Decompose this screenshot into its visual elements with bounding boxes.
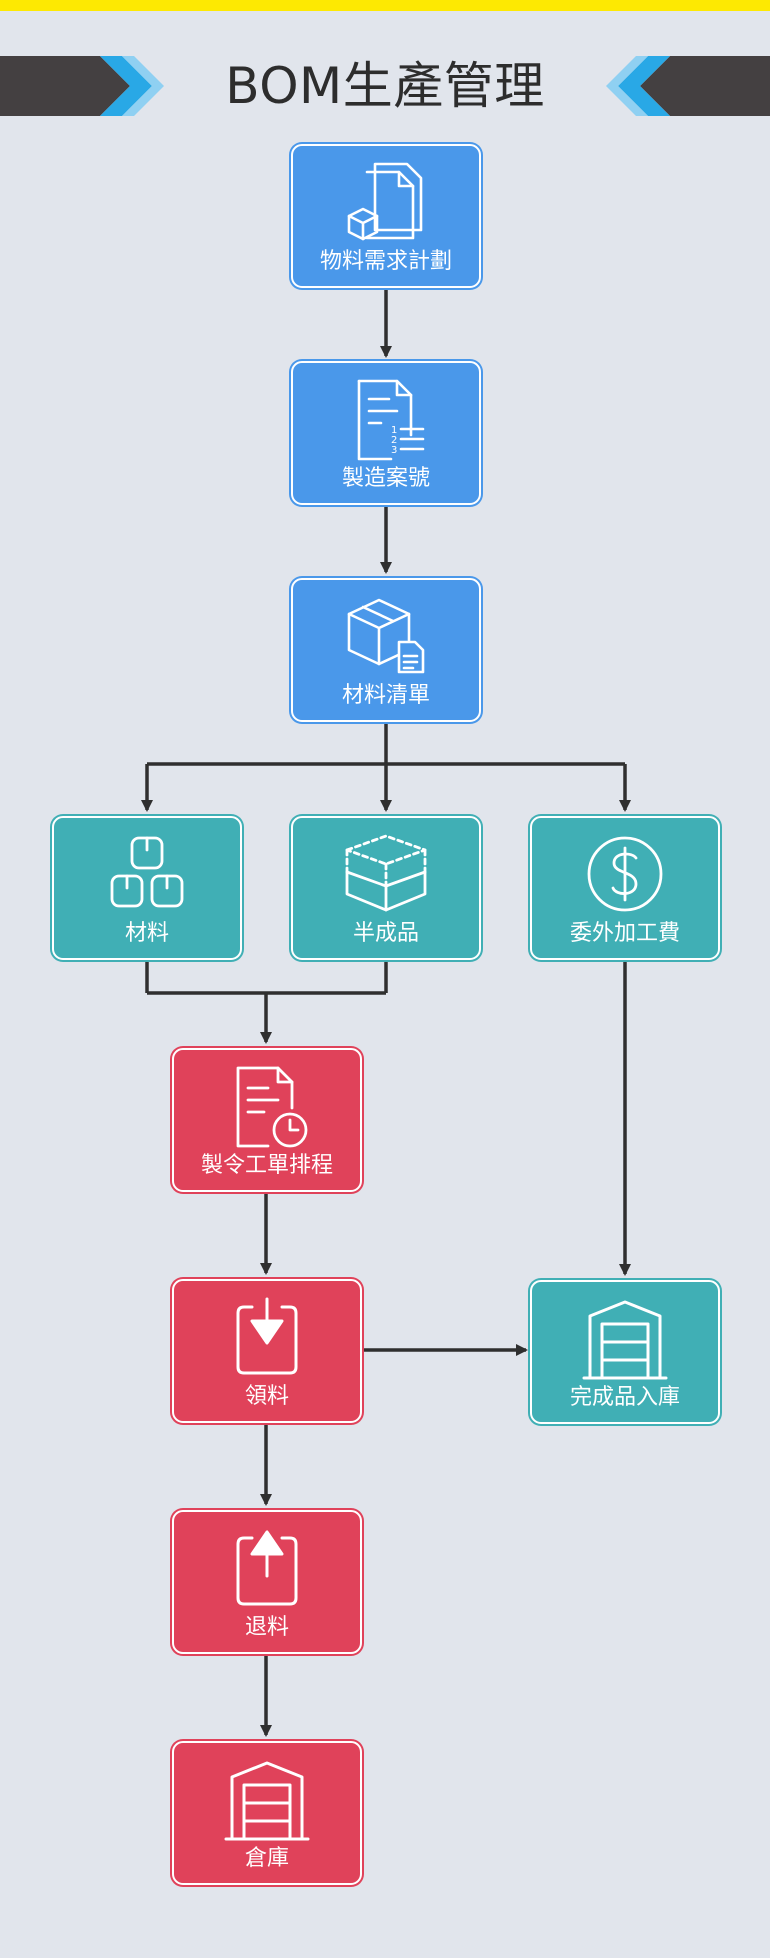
warehouse-icon: [224, 1761, 310, 1841]
dashed-box-icon: [345, 834, 427, 912]
node-outsourcing[interactable]: 委外加工費: [530, 816, 720, 960]
node-label-warehouse: 倉庫: [244, 1846, 289, 1871]
node-label-material-return: 退料: [244, 1615, 289, 1640]
warehouse-icon: [582, 1300, 668, 1380]
node-material-return[interactable]: 退料: [172, 1510, 362, 1654]
node-label-work-order: 製令工單排程: [200, 1153, 333, 1178]
dollar-icon: [587, 836, 663, 912]
tray-arrow-up-icon: [236, 1530, 298, 1606]
node-bom[interactable]: 材料清單: [291, 578, 481, 722]
svg-text:3: 3: [391, 445, 397, 456]
top-accent-bar: [0, 0, 770, 11]
node-label-materials: 材料: [124, 921, 169, 946]
node-label-material-issue: 領料: [244, 1384, 289, 1409]
box-document-icon: [347, 598, 425, 674]
three-blocks-icon: [110, 836, 184, 908]
node-label-bom: 材料清單: [341, 683, 430, 708]
tray-arrow-down-icon: [236, 1297, 298, 1375]
node-label-outsourcing: 委外加工費: [569, 921, 680, 946]
node-mrp[interactable]: 物料需求計劃: [291, 144, 481, 288]
documents-box-icon: [347, 162, 423, 241]
document-clock-icon: [236, 1066, 308, 1148]
numbered-list-document-icon: 1 2 3: [357, 379, 425, 461]
left-chevron-banner: [0, 56, 164, 116]
node-finished-goods-in[interactable]: 完成品入庫: [530, 1280, 720, 1424]
node-label-finished-goods-in: 完成品入庫: [569, 1385, 680, 1410]
node-materials[interactable]: 材料: [52, 816, 242, 960]
node-work-order[interactable]: 製令工單排程: [172, 1048, 362, 1192]
node-label-mrp: 物料需求計劃: [319, 249, 452, 274]
right-chevron-banner: [606, 56, 770, 116]
node-manufacture-no[interactable]: 1 2 3 製造案號: [291, 361, 481, 505]
svg-text:2: 2: [391, 435, 397, 446]
node-material-issue[interactable]: 領料: [172, 1279, 362, 1423]
node-label-semi-finished: 半成品: [352, 921, 419, 946]
svg-text:1: 1: [391, 425, 397, 436]
node-label-manufacture-no: 製造案號: [341, 466, 430, 491]
node-warehouse[interactable]: 倉庫: [172, 1741, 362, 1885]
node-semi-finished[interactable]: 半成品: [291, 816, 481, 960]
page-title: BOM生產管理: [225, 57, 545, 115]
